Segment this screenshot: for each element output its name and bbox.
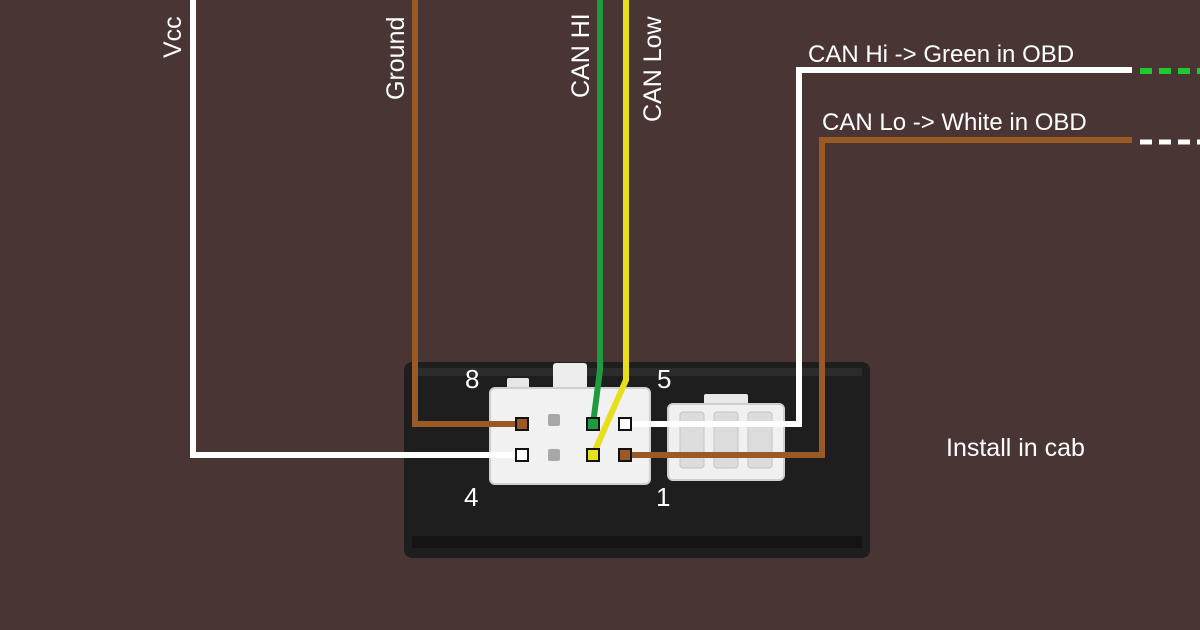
vcc-label: Vcc (159, 16, 187, 58)
ground-label: Ground (382, 17, 410, 100)
pin-can-low (586, 448, 600, 462)
module-top-edge (412, 368, 862, 376)
pin-number-4: 4 (464, 482, 478, 512)
connector-socket-empty (548, 449, 560, 461)
obd-can-hi-label: CAN Hi -> Green in OBD (808, 41, 1074, 68)
pin-obd-can-hi (618, 417, 632, 431)
connector-socket-empty (548, 414, 560, 426)
obd-can-lo-wire (625, 137, 1132, 458)
obd-can-hi-wire (625, 67, 1132, 427)
install-note: Install in cab (946, 434, 1085, 462)
pin-number-5: 5 (657, 364, 671, 394)
can-low-label: CAN Low (639, 15, 667, 122)
aux-connector (667, 394, 785, 481)
pins (515, 417, 632, 462)
connector-housing (489, 387, 651, 485)
pin-vcc (515, 448, 529, 462)
aux-connector-cell (713, 411, 739, 469)
can-hi-wire (590, 0, 603, 425)
pin-can-hi (586, 417, 600, 431)
ground-wire (412, 0, 521, 427)
vcc-wire (190, 0, 521, 458)
wires (190, 0, 1200, 458)
pin-number-8: 8 (465, 364, 479, 394)
aux-connector-cell (747, 411, 773, 469)
module-bottom-edge (412, 536, 862, 548)
can-hi-label: CAN HI (567, 13, 595, 98)
can-low-wire (590, 0, 629, 457)
obd-can-lo-label: CAN Lo -> White in OBD (822, 109, 1087, 136)
aux-connector-cell (679, 411, 705, 469)
connector-latch-center (553, 363, 587, 393)
pin-number-1: 1 (656, 482, 670, 512)
pin-ground (515, 417, 529, 431)
pin-obd-can-lo (618, 448, 632, 462)
